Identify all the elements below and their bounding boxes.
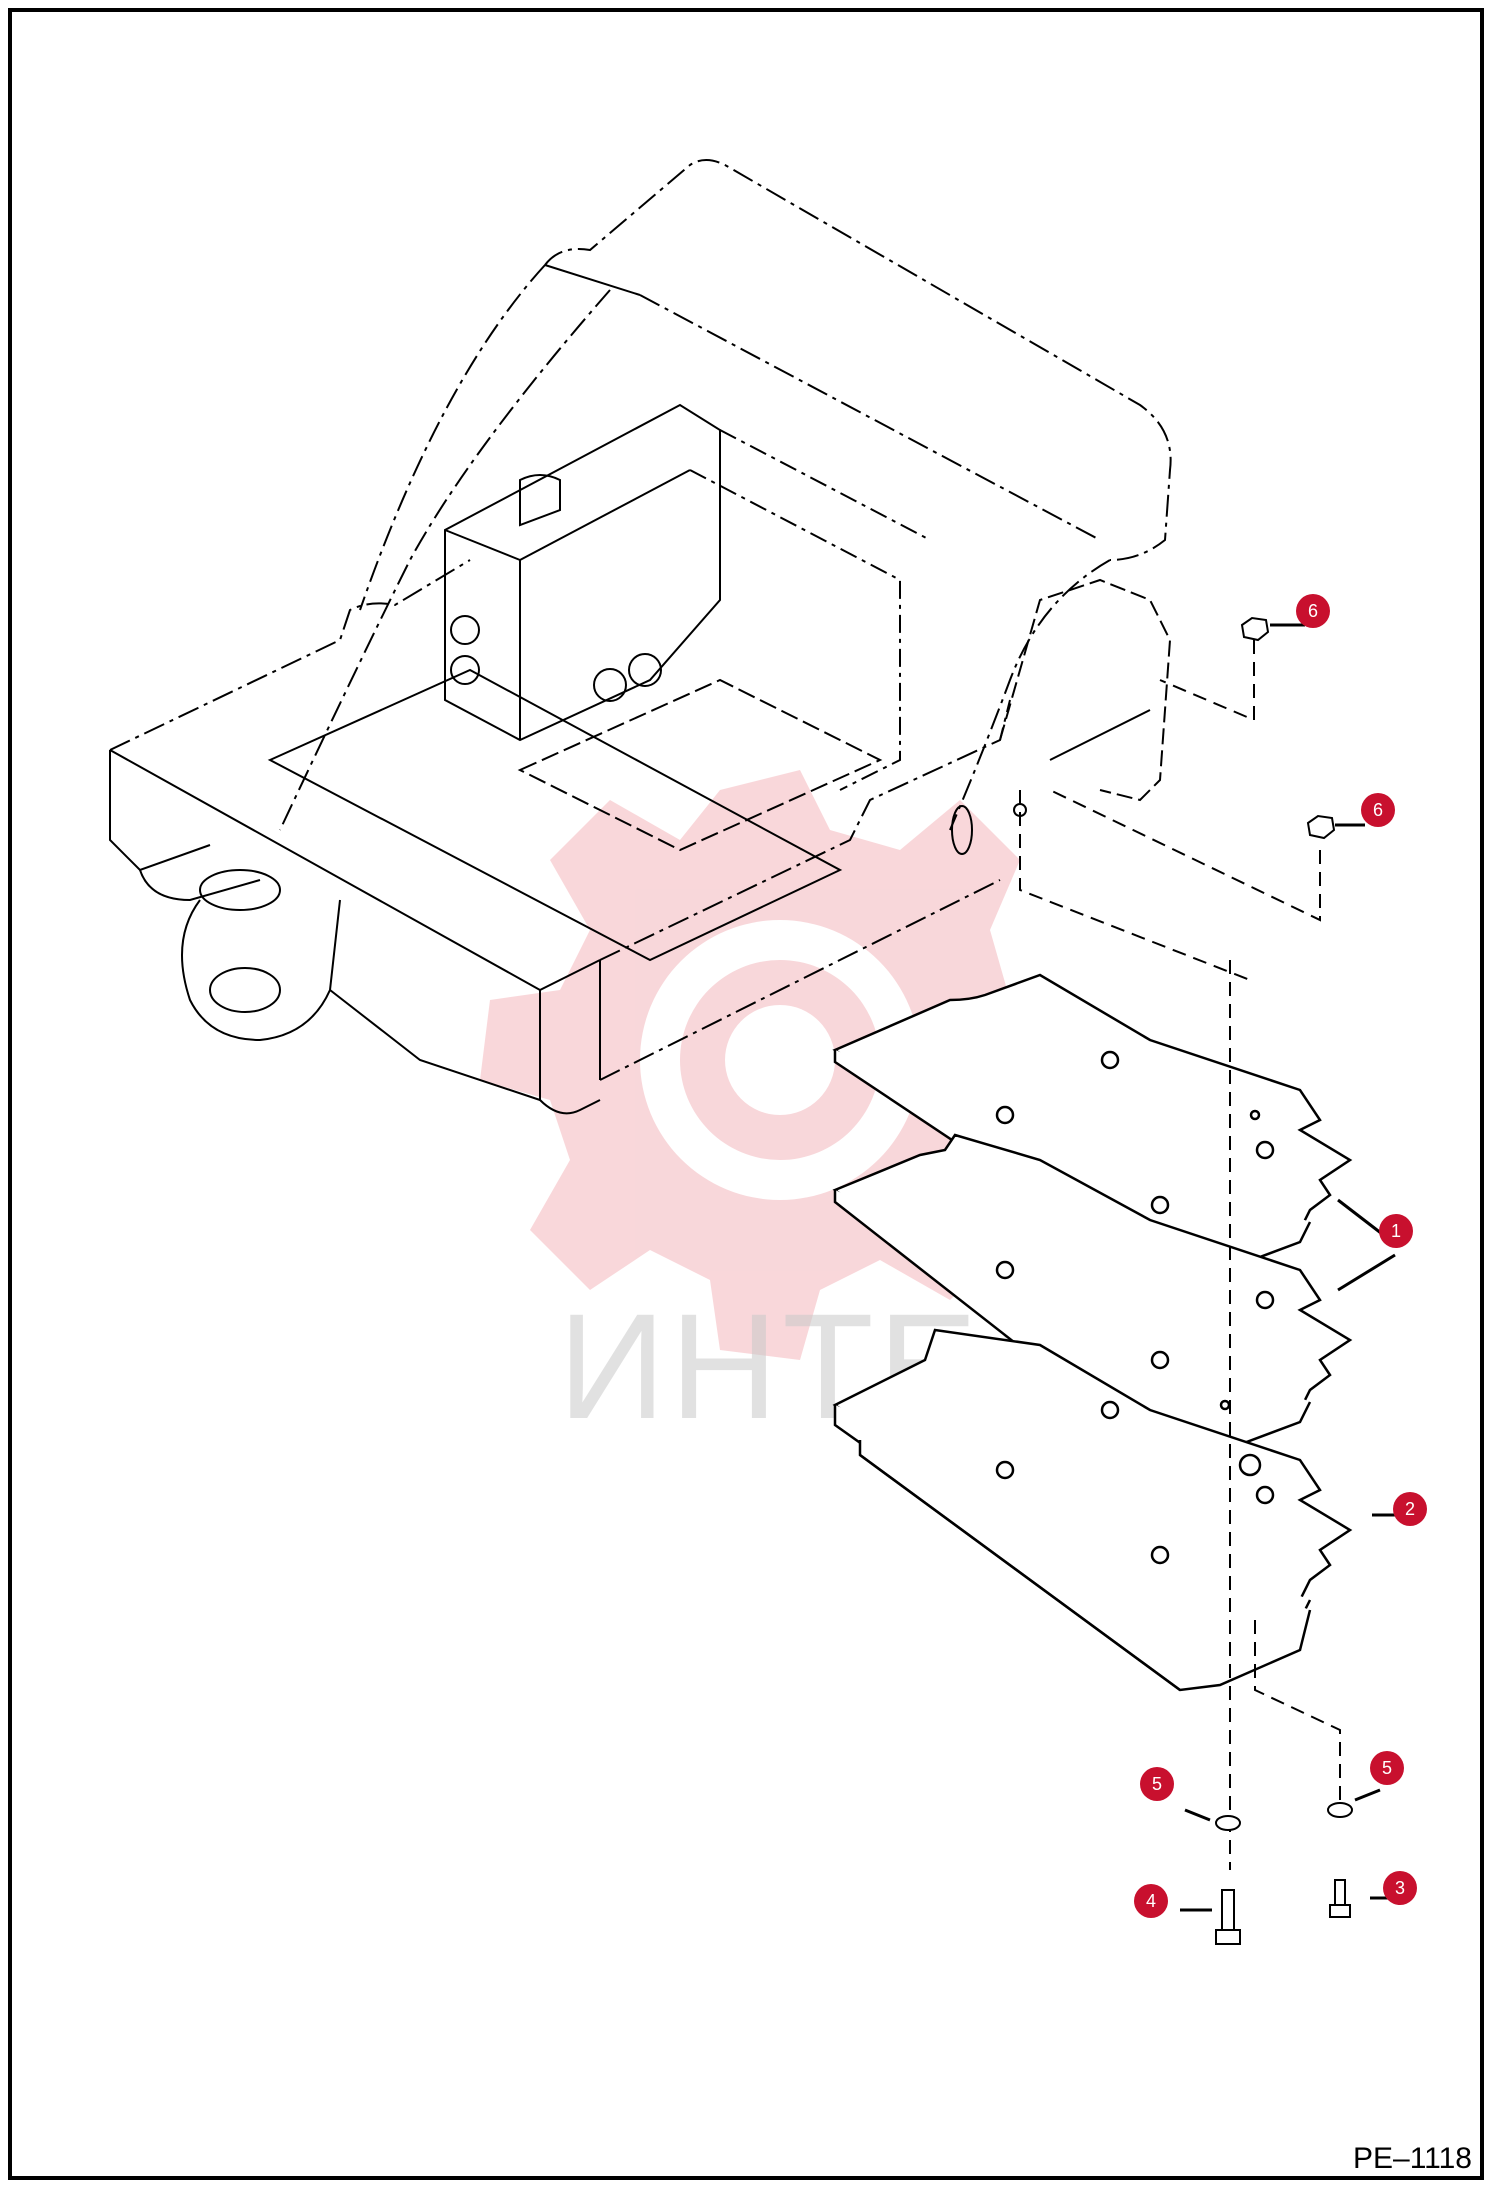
callout-6b: 6: [1361, 793, 1395, 827]
callout-3: 3: [1383, 1871, 1417, 1905]
upper-frame-assembly: [109, 159, 1172, 1115]
assembly-lines: [1019, 640, 1341, 1870]
callout-2: 2: [1393, 1492, 1427, 1526]
svg-text:5: 5: [1152, 1774, 1162, 1794]
hardware: [1215, 616, 1353, 1945]
callout-4: 4: [1134, 1884, 1168, 1918]
svg-text:6: 6: [1308, 601, 1318, 621]
bolt-right: [1329, 1879, 1351, 1918]
floor-plate-middle: [832, 1133, 1353, 1474]
page-border: [8, 8, 1484, 2180]
washer-right: [1327, 1802, 1353, 1818]
floor-plate-upper: [832, 973, 1353, 1294]
washer-left: [1215, 1815, 1241, 1831]
callout-5a: 5: [1140, 1767, 1174, 1801]
svg-text:6: 6: [1373, 800, 1383, 820]
bolt-left: [1215, 1889, 1241, 1945]
callout-5b: 5: [1370, 1751, 1404, 1785]
page-code-label: PE–1118: [1353, 2142, 1472, 2175]
svg-text:3: 3: [1395, 1878, 1405, 1898]
svg-text:1: 1: [1391, 1221, 1401, 1241]
flange-nut-upper: [1240, 616, 1270, 642]
watermark-logo: [480, 770, 1080, 1360]
svg-text:5: 5: [1382, 1758, 1392, 1778]
callout-1: 1: [1379, 1214, 1413, 1248]
floor-plate-lower: [832, 1328, 1353, 1692]
flange-nut-lower: [1306, 814, 1336, 840]
svg-text:4: 4: [1146, 1891, 1156, 1911]
callout-6a: 6: [1296, 594, 1330, 628]
svg-text:2: 2: [1405, 1499, 1415, 1519]
